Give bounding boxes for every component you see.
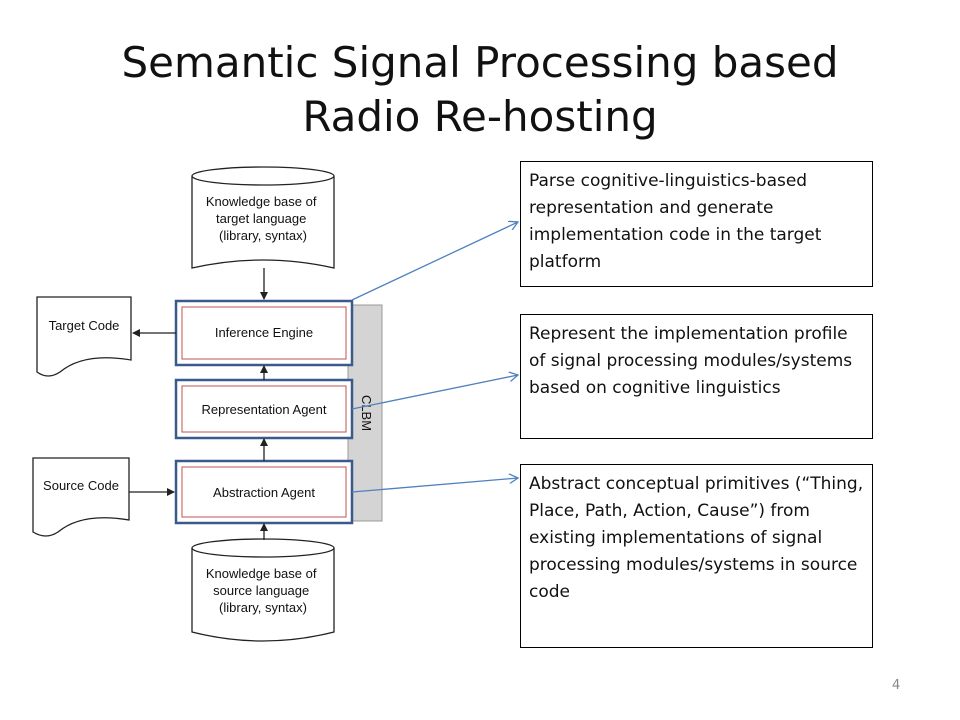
abstraction-agent-box: Abstraction Agent xyxy=(174,459,354,525)
connector-abstraction-to-note xyxy=(351,478,518,493)
svg-text:Source Code: Source Code xyxy=(43,478,119,493)
connector-inference-to-note xyxy=(351,222,518,301)
svg-text:Target Code: Target Code xyxy=(49,318,120,333)
note-represent: Represent the implementation profile of … xyxy=(520,314,873,439)
representation-agent-box: Representation Agent xyxy=(174,378,354,440)
clbm-band xyxy=(347,304,383,522)
svg-text:Knowledge base of target: Knowledge base of target language (libra… xyxy=(206,194,320,243)
source-code-document: Source Code xyxy=(32,457,130,537)
svg-text:Inference Engine: Inference Engine xyxy=(215,325,313,340)
target-code-document: Target Code xyxy=(36,296,132,377)
clbm-label: CLBM xyxy=(359,395,374,431)
connector-representation-to-note xyxy=(351,375,518,410)
slide-title: Semantic Signal Processing based Radio R… xyxy=(0,36,960,144)
svg-text:Representation Agent: Representation Agent xyxy=(201,402,326,417)
title-line-2: Radio Re-hosting xyxy=(302,92,658,141)
knowledge-base-source: Knowledge base of source language (libra… xyxy=(191,538,335,642)
svg-text:Abstraction Agent: Abstraction Agent xyxy=(213,485,315,500)
note-abstract: Abstract conceptual primitives (“Thing, … xyxy=(520,464,873,648)
title-line-1: Semantic Signal Processing based xyxy=(121,38,839,87)
svg-text:Knowledge base of source: Knowledge base of source language (libra… xyxy=(206,566,320,615)
inference-engine-box: Inference Engine xyxy=(174,299,354,367)
page-number: 4 xyxy=(892,678,901,693)
knowledge-base-target: Knowledge base of target language (libra… xyxy=(191,166,335,269)
note-parse: Parse cognitive-linguistics-based repres… xyxy=(520,161,873,287)
